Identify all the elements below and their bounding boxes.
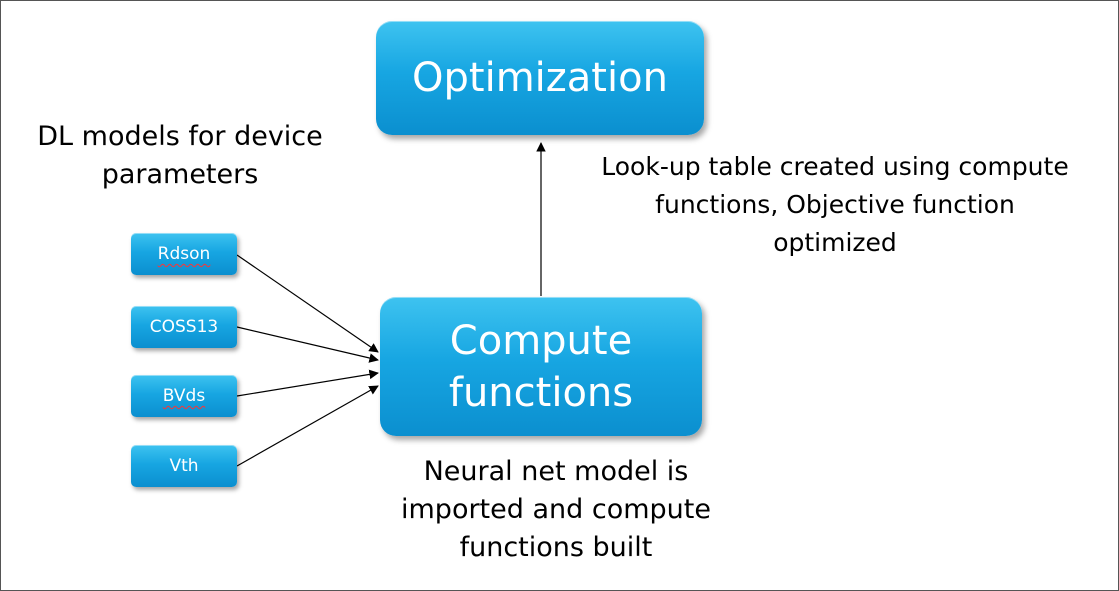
lookup-caption: Look-up table created using compute func… [552, 148, 1118, 262]
compute-functions-box: Compute functions [380, 297, 702, 436]
neural-line1: Neural net model is [423, 456, 689, 487]
coss13-label: COSS13 [149, 317, 219, 337]
bvds-label: BVds [162, 386, 206, 406]
lookup-line2: functions, Objective function [655, 190, 1015, 219]
dl-models-caption: DL models for device parameters [10, 118, 350, 194]
optimization-label: Optimization [412, 55, 668, 101]
arrow-rdson-to-compute [236, 254, 379, 353]
neural-net-caption: Neural net model is imported and compute… [366, 453, 746, 567]
vth-box: Vth [131, 445, 237, 487]
arrow-vth-to-compute [236, 385, 379, 467]
neural-line2: imported and compute [401, 494, 711, 525]
neural-line3: functions built [459, 532, 653, 563]
dl-models-line1: DL models for device [37, 121, 323, 152]
optimization-box: Optimization [376, 21, 704, 135]
rdson-box: Rdson [131, 233, 237, 275]
coss13-box: COSS13 [131, 306, 237, 348]
arrow-bvds-to-compute [236, 369, 379, 397]
arrow-coss13-to-compute [236, 326, 379, 363]
compute-label-line1: Compute [449, 317, 633, 364]
compute-label-line2: functions [448, 369, 634, 416]
dl-models-line2: parameters [101, 159, 259, 190]
lookup-line3: optimized [773, 228, 897, 257]
lookup-line1: Look-up table created using compute [601, 152, 1069, 181]
vth-label: Vth [169, 456, 199, 476]
bvds-box: BVds [131, 375, 237, 417]
rdson-label: Rdson [157, 244, 211, 264]
